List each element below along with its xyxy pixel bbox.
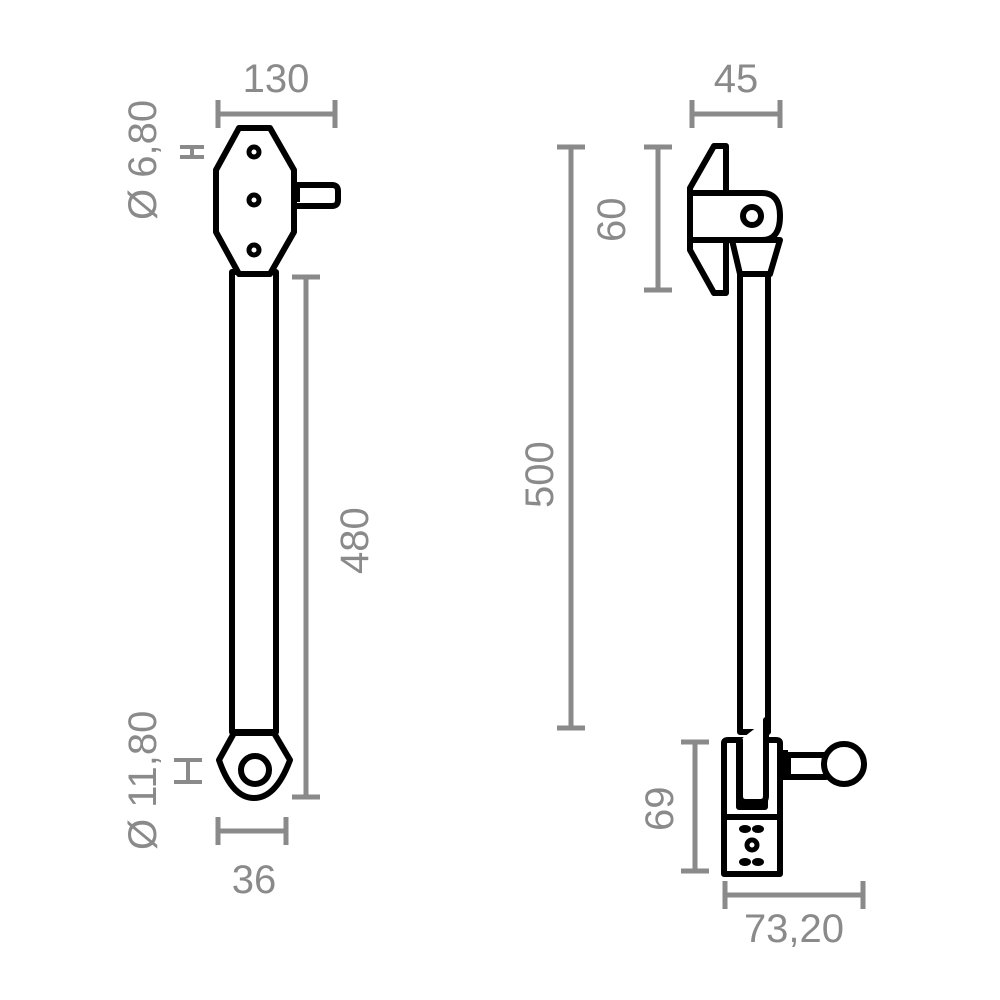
dim-front-bottom-width: 36	[215, 817, 289, 902]
dim-label-73-20: 73,20	[744, 907, 844, 951]
dim-label-45: 45	[714, 57, 759, 101]
peg-ball	[821, 741, 867, 787]
dim-label-480: 480	[333, 507, 377, 574]
side-hinge-knuckle	[687, 190, 783, 243]
dim-label-500: 500	[518, 441, 562, 508]
screw-ornament-1	[739, 825, 751, 833]
dim-front-length: 480	[292, 274, 377, 800]
dim-label-hole-bottom: Ø 11,80	[121, 711, 165, 850]
dim-label-60: 60	[590, 198, 634, 243]
front-eye-hole	[238, 753, 272, 787]
screw-ornament-3	[739, 858, 751, 866]
front-hole-3	[246, 242, 262, 258]
dim-side-top-width: 45	[689, 57, 783, 128]
peg-collar	[780, 750, 788, 780]
side-bottom-keeper	[721, 717, 867, 877]
dim-label-69: 69	[638, 787, 682, 832]
front-hole-1	[246, 144, 262, 160]
screw-ornament-2	[752, 825, 764, 833]
dim-side-top-height: 60	[590, 144, 672, 293]
dim-marker-hole-bottom	[174, 758, 202, 784]
keeper-bar-end	[737, 717, 769, 805]
side-bar	[737, 269, 771, 735]
side-bar-flare	[729, 237, 783, 277]
dim-front-top-width: 130	[215, 57, 338, 128]
dim-side-bottom-height: 69	[638, 739, 709, 874]
dim-label-hole-top: Ø 6,80	[121, 100, 165, 220]
side-hinge-pin	[740, 204, 764, 228]
keeper-hole	[744, 837, 760, 853]
dim-label-36: 36	[232, 858, 277, 902]
front-pin-collar	[294, 188, 300, 202]
side-view: 45 500 60	[518, 57, 867, 951]
dim-marker-hole-top	[180, 145, 204, 159]
dim-side-total-length: 500	[518, 144, 585, 731]
front-hole-2	[246, 192, 262, 208]
screw-ornament-4	[752, 858, 764, 866]
front-side-pin	[291, 182, 341, 209]
dim-label-130: 130	[243, 57, 310, 101]
peg-shaft	[785, 752, 829, 780]
dim-side-bottom-width: 73,20	[722, 881, 866, 951]
front-view: 130 Ø 6,80 480 Ø 11,80	[121, 57, 377, 902]
front-bar	[229, 269, 279, 735]
